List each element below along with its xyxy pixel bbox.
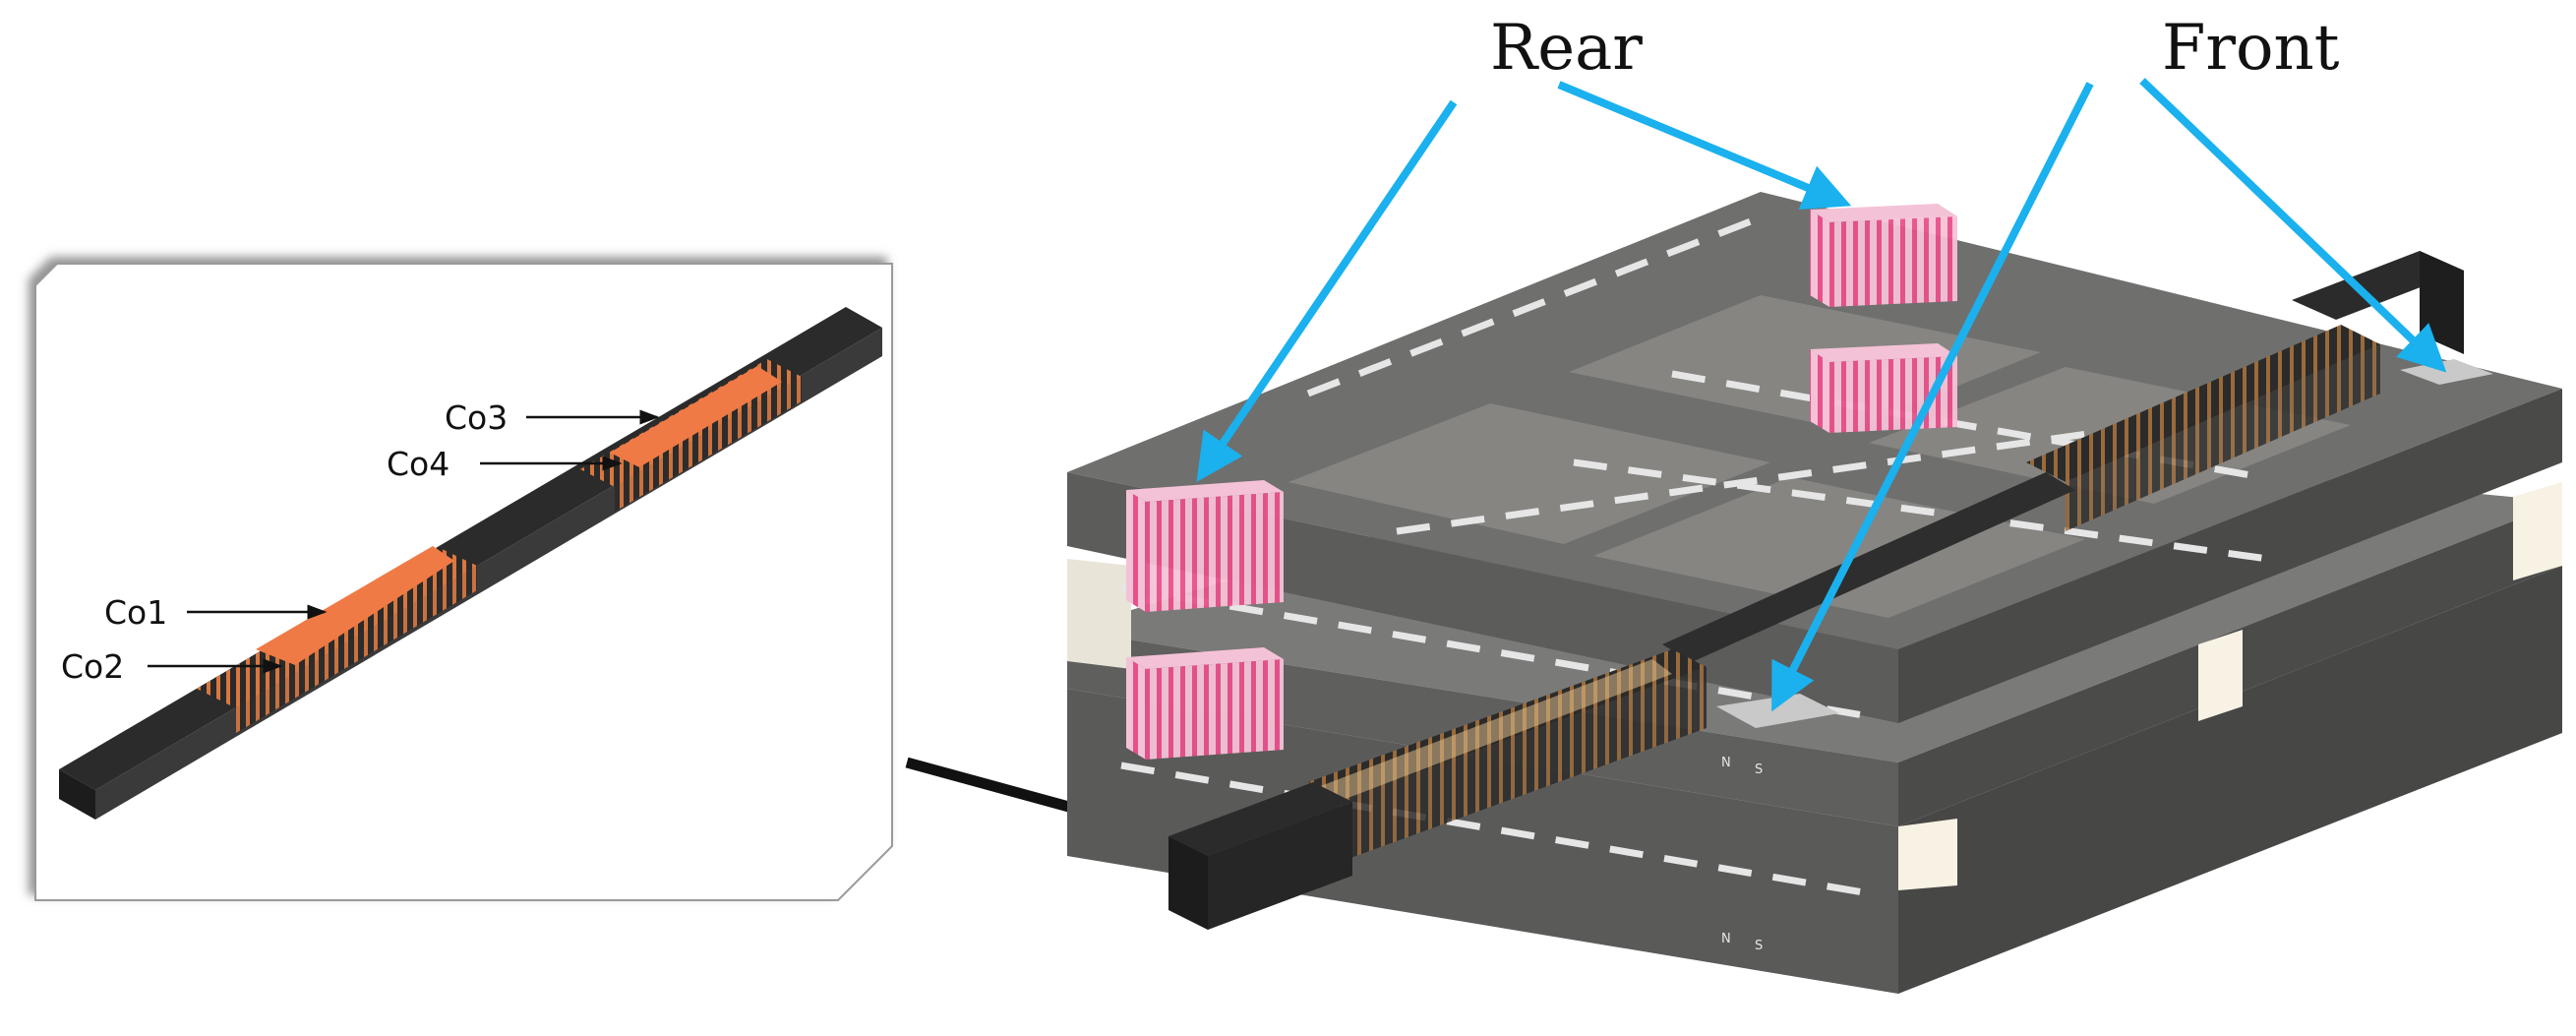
magnet-block-front [1898, 819, 1957, 890]
inset-panel: Co3 Co4 Co1 Co2 [34, 263, 893, 901]
pole-n-lower: N [1721, 932, 1731, 946]
co3-label: Co3 [445, 398, 508, 437]
magnet-block-right [2513, 482, 2562, 580]
rear-label: Rear [1490, 12, 1643, 85]
pole-s-upper: S [1755, 762, 1763, 777]
front-arrow-right [2139, 78, 2447, 373]
front-arrow-left [1771, 82, 2094, 712]
pole-marks: N S N S [1721, 756, 1763, 953]
core-assembly: N S N S [1067, 192, 2562, 994]
front-core-bar [1168, 251, 2464, 930]
rear-arrow-right [1557, 81, 1852, 210]
magnet-block-left [1067, 559, 1131, 669]
magnet-block-mid [2198, 630, 2243, 721]
rear-arrow-left [1196, 99, 1458, 482]
rear-coil-right-upper [1810, 204, 1957, 307]
inset-coil-upper [580, 359, 802, 512]
pole-s-lower: S [1755, 939, 1763, 953]
pole-n-upper: N [1721, 756, 1731, 770]
rear-coil-left-lower [1126, 647, 1284, 760]
co2-label: Co2 [61, 647, 124, 686]
co1-label: Co1 [104, 593, 167, 632]
rear-coil-left-upper [1126, 480, 1284, 612]
front-label: Front [2162, 12, 2340, 85]
co4-label: Co4 [387, 445, 449, 483]
